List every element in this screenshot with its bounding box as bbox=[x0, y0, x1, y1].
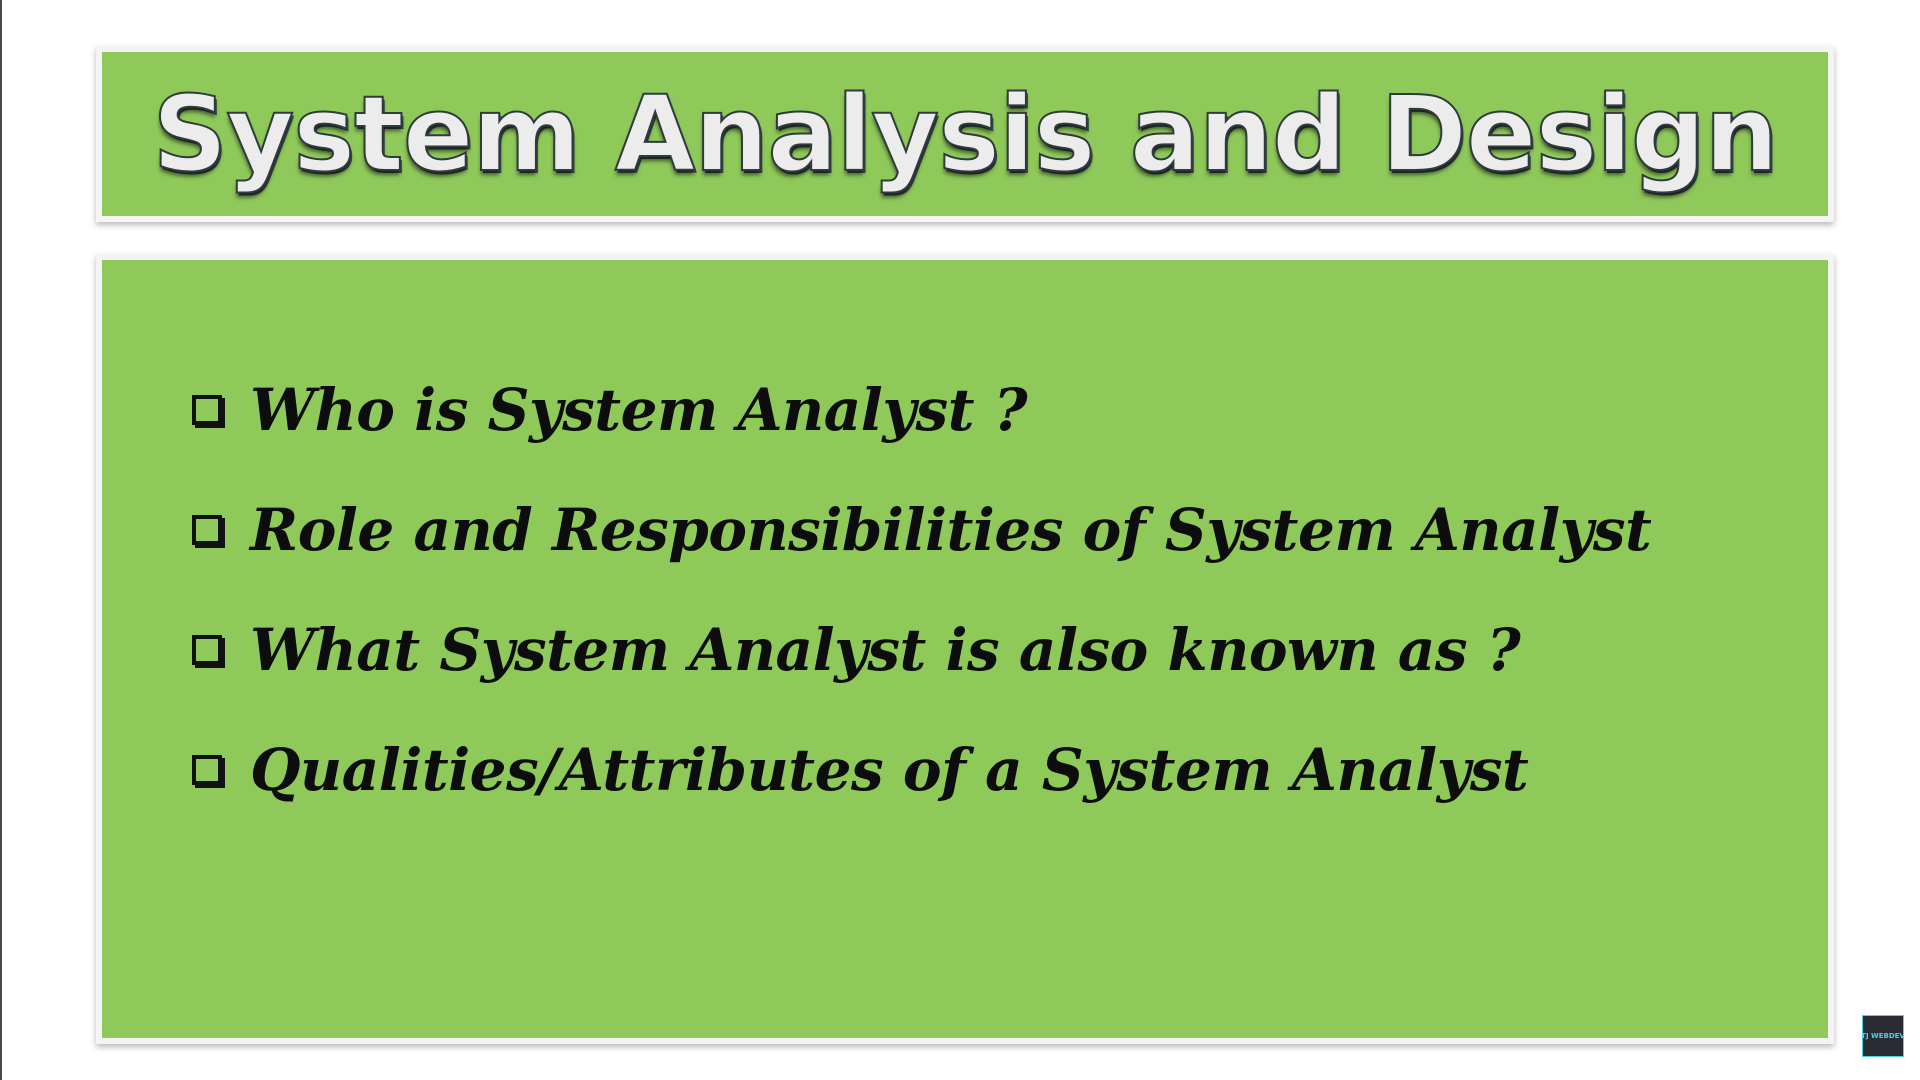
hollow-square-icon bbox=[192, 635, 222, 665]
bullet-text: What System Analyst is also known as ? bbox=[250, 616, 1521, 684]
hollow-square-icon bbox=[192, 515, 222, 545]
bullet-text: Who is System Analyst ? bbox=[250, 376, 1028, 444]
slide-title: System Analysis and Design bbox=[152, 73, 1780, 195]
title-panel: System Analysis and Design bbox=[96, 46, 1834, 222]
hollow-square-icon bbox=[192, 395, 222, 425]
list-item: What System Analyst is also known as ? bbox=[192, 590, 1651, 710]
channel-watermark-logo[interactable]: TJ WEBDEV bbox=[1862, 1015, 1904, 1057]
bullet-text: Role and Responsibilities of System Anal… bbox=[250, 496, 1652, 564]
bullet-text: Qualities/Attributes of a System Analyst bbox=[250, 736, 1529, 804]
list-item: Qualities/Attributes of a System Analyst bbox=[192, 710, 1651, 830]
hollow-square-icon bbox=[192, 755, 222, 785]
bullet-list: Who is System Analyst ? Role and Respons… bbox=[192, 350, 1652, 830]
list-item: Role and Responsibilities of System Anal… bbox=[192, 470, 1652, 590]
window-left-edge bbox=[0, 0, 2, 1080]
content-panel: Who is System Analyst ? Role and Respons… bbox=[96, 254, 1834, 1044]
list-item: Who is System Analyst ? bbox=[192, 350, 1651, 470]
watermark-label: TJ WEBDEV bbox=[1862, 1032, 1904, 1040]
